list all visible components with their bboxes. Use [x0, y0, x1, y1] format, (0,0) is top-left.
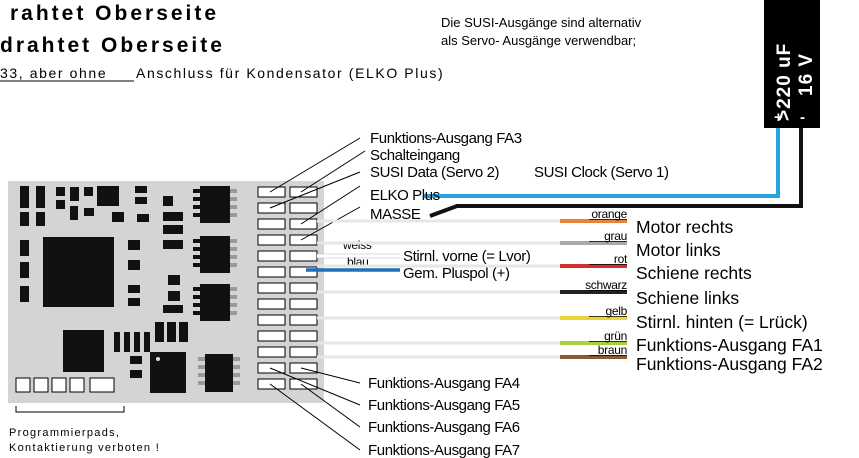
susi-note-line-2: als Servo- Ausgänge verwendbar; — [441, 33, 636, 48]
capacitor-value-2: 16 V — [796, 53, 817, 96]
label-fa7: Funktions-Ausgang FA7 — [368, 442, 520, 458]
power-chip — [193, 284, 237, 321]
elko-capacitor: >220 uF 16 V + - — [764, 0, 820, 128]
label-fa4: Funktions-Ausgang FA4 — [368, 375, 520, 392]
label-susi-data: SUSI Data (Servo 2) — [370, 164, 500, 181]
wire-6: grün Funktions-Ausgang FA1 — [317, 329, 823, 355]
wire-color-weiss: weiss — [342, 238, 372, 252]
label-elko-plus: ELKO Plus — [370, 187, 440, 204]
label-fa6: Funktions-Ausgang FA6 — [368, 419, 520, 436]
power-chip — [198, 354, 240, 392]
programming-pad — [15, 377, 31, 393]
pads-label-2: Kontaktierung verboten ! — [9, 442, 160, 454]
label-stirnl-vorne: Stirnl. vorne (= Lvor) — [403, 248, 531, 265]
programming-pad — [89, 377, 115, 393]
programming-pad — [51, 377, 67, 393]
decoder-board — [8, 181, 324, 403]
wire-color-name: schwarz — [585, 278, 627, 292]
header-line-1: rahtet Oberseite — [10, 2, 219, 25]
wire-color-name: rot — [614, 252, 628, 266]
wire-color-name: grau — [604, 229, 627, 243]
wire-label: Motor rechts — [636, 217, 733, 237]
wire-label: Stirnl. hinten (= Lrück) — [636, 312, 808, 332]
wire-label: Funktions-Ausgang FA2 — [636, 354, 823, 374]
label-masse: MASSE — [370, 206, 421, 223]
capacitor-plus: + — [774, 109, 783, 126]
wire-label: Schiene links — [636, 288, 739, 308]
susi-note-line-1: Die SUSI-Ausgänge sind alternativ — [441, 15, 642, 30]
wire-color-name: grün — [604, 329, 627, 343]
label-pluspol: Gem. Pluspol (+) — [403, 265, 510, 282]
programming-pad — [69, 377, 85, 393]
power-chip — [193, 236, 237, 273]
capacitor-minus: - — [800, 109, 805, 126]
wire-label: Schiene rechts — [636, 263, 752, 283]
header-line-3: Anschluss für Kondensator (ELKO Plus) — [136, 65, 444, 81]
label-schalteingang: Schalteingang — [370, 147, 460, 164]
solder-pads-right — [289, 186, 318, 390]
pads-bracket — [15, 406, 125, 413]
header-line-2: drahtet Oberseite — [0, 34, 225, 57]
lower-leader-lines — [269, 367, 361, 451]
wire-color-name: gelb — [606, 304, 628, 318]
pads-label-1: Programmierpads, — [9, 427, 120, 439]
wire-color-name: orange — [591, 207, 627, 221]
programming-pad — [33, 377, 49, 393]
wire-label: Funktions-Ausgang FA1 — [636, 335, 823, 355]
header-line-3-underlined: 33, aber ohne — [0, 65, 107, 81]
wire-label: Motor links — [636, 240, 721, 260]
label-fa3: Funktions-Ausgang FA3 — [370, 130, 522, 147]
power-chip — [193, 186, 237, 223]
solder-pads-left — [257, 186, 286, 390]
decoder-mcu — [43, 237, 114, 307]
masse-wire — [429, 128, 803, 218]
capacitor-value-1: >220 uF — [774, 43, 795, 121]
label-fa5: Funktions-Ausgang FA5 — [368, 397, 520, 414]
wire-color-name: braun — [598, 343, 627, 357]
upper-leader-lines — [269, 137, 366, 241]
elko-plus-wire — [424, 128, 780, 198]
label-susi-clock: SUSI Clock (Servo 1) — [534, 164, 669, 181]
